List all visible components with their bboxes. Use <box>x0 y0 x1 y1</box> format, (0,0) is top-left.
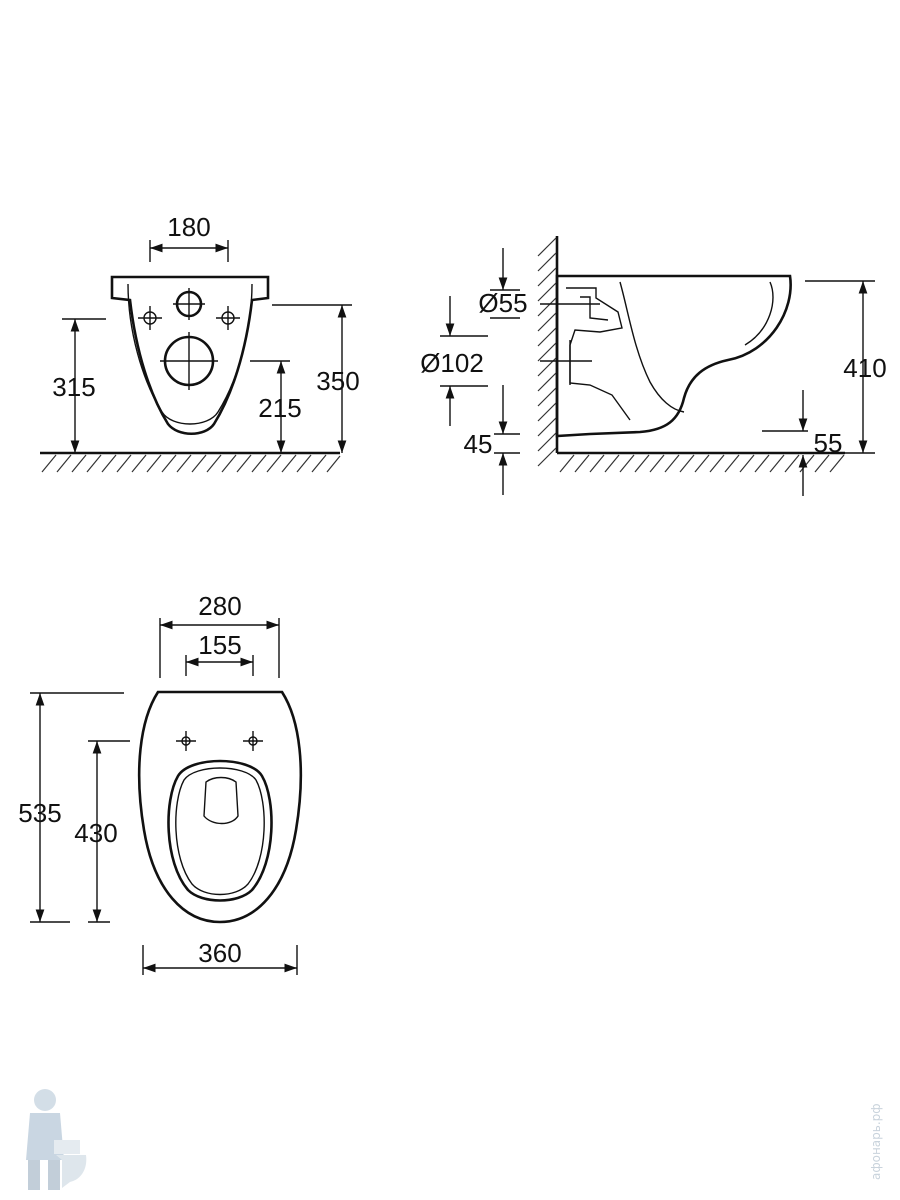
fixing-hole-left-icon <box>138 306 162 330</box>
dim-outlet-diameter: Ø102 <box>420 296 488 426</box>
side-bowl-inner <box>619 281 685 413</box>
side-bowl-outline <box>555 274 792 438</box>
dim-outlet-offset: 45 <box>464 385 520 495</box>
dim-label-155: 155 <box>198 630 241 660</box>
front-bowl-inner <box>127 283 253 425</box>
front-outlet-icon <box>160 332 218 390</box>
dim-rear-width: 280 <box>159 591 280 678</box>
dim-label-215: 215 <box>258 393 301 423</box>
front-view: 180 315 350 215 <box>40 212 360 473</box>
dim-top-fixing-span: 155 <box>185 630 254 676</box>
dim-bottom-gap: 55 <box>762 390 842 496</box>
side-trap-inner <box>580 296 609 321</box>
top-seat-rim <box>167 759 273 902</box>
dim-label-55: 55 <box>814 428 843 458</box>
dim-side-total-height: 410 <box>805 280 887 454</box>
dim-label-410: 410 <box>843 353 886 383</box>
front-floor <box>40 451 341 473</box>
top-fixing-hole-left-icon <box>176 731 196 751</box>
dim-outlet-height: 215 <box>250 360 302 453</box>
front-inlet-icon <box>173 288 205 320</box>
side-trap <box>566 287 631 421</box>
dim-inlet-diameter: Ø55 <box>478 248 528 319</box>
top-fixing-hole-right-icon <box>243 731 263 751</box>
dim-fixing-height: 315 <box>52 318 106 453</box>
watermark-text: афонарь.рф <box>869 1103 883 1180</box>
dim-label-d55: Ø55 <box>478 288 527 318</box>
fixing-hole-right-icon <box>216 306 240 330</box>
dim-label-360: 360 <box>198 938 241 968</box>
top-outlet <box>203 776 239 825</box>
top-bowl-opening <box>175 767 265 896</box>
dim-label-350: 350 <box>316 366 359 396</box>
side-view: Ø55 Ø102 45 410 55 <box>420 236 887 496</box>
side-wall <box>537 236 559 467</box>
side-rim-inner <box>744 281 774 346</box>
dim-total-height: 350 <box>272 304 360 453</box>
dim-total-length: 535 <box>18 692 124 923</box>
plumber-logo-icon <box>26 1089 87 1190</box>
dim-label-d102: Ø102 <box>420 348 484 378</box>
top-view: 280 155 535 430 360 <box>18 591 303 975</box>
dim-label-315: 315 <box>52 372 95 402</box>
top-bowl-outline <box>137 690 303 924</box>
side-floor <box>557 451 845 473</box>
dim-total-width: 360 <box>142 938 298 975</box>
front-bowl-outline <box>110 275 270 436</box>
dim-fixing-span: 180 <box>149 212 229 262</box>
dim-label-280: 280 <box>198 591 241 621</box>
dim-seat-length: 430 <box>74 740 130 923</box>
dim-label-45: 45 <box>464 429 493 459</box>
dim-label-180: 180 <box>167 212 210 242</box>
dim-label-535: 535 <box>18 798 61 828</box>
dim-label-430: 430 <box>74 818 117 848</box>
